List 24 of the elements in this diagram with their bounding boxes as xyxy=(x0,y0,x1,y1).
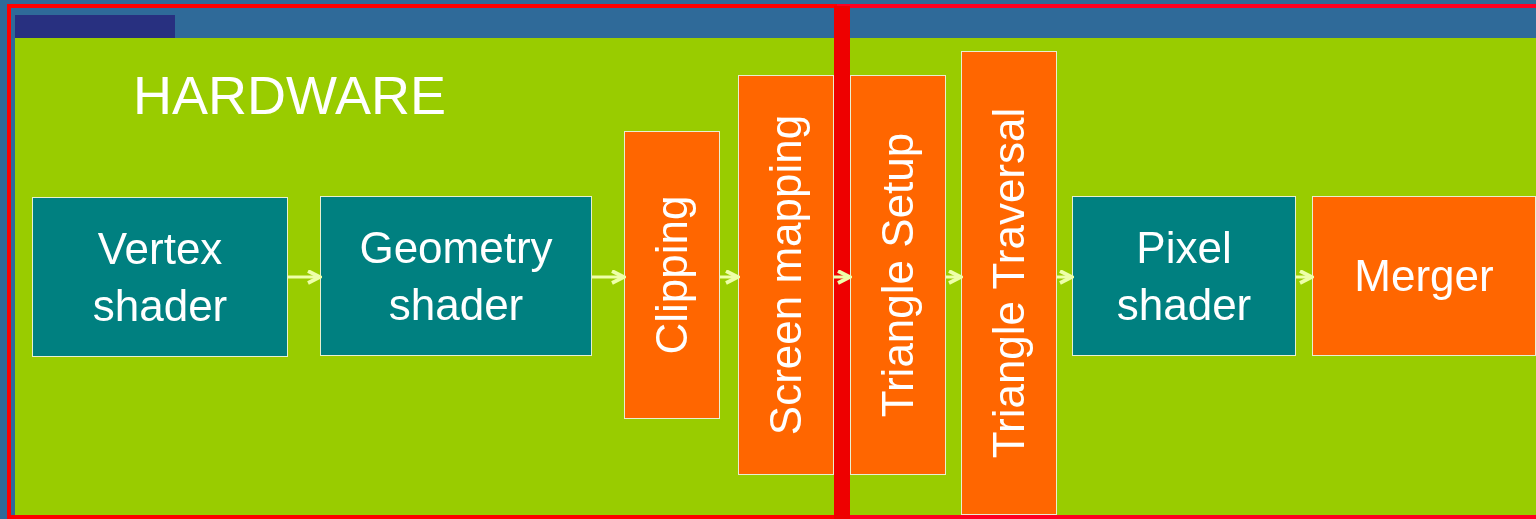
stage-label: Triangle Setup xyxy=(876,132,920,418)
arrow xyxy=(1057,269,1074,285)
stage-box xyxy=(1312,196,1536,356)
stage-label: Clipping xyxy=(650,195,694,355)
vertical-stage-box xyxy=(850,75,946,475)
arrow xyxy=(1296,269,1314,285)
arrow xyxy=(592,269,626,285)
stage-label: Geometry shader xyxy=(358,221,554,331)
stage-label: Vertex shader xyxy=(91,222,229,332)
arrow xyxy=(834,269,852,285)
stage-box xyxy=(1072,196,1296,356)
vertical-stage-box xyxy=(961,51,1057,515)
stage-label: Triangle Traversal xyxy=(987,107,1031,459)
panel-heading: HARDWARE xyxy=(133,68,446,122)
stage-box xyxy=(32,197,288,357)
arrow xyxy=(720,269,740,285)
vertical-stage-box xyxy=(624,131,720,419)
stage-label: Pixel shader xyxy=(1115,221,1253,331)
arrow xyxy=(946,269,963,285)
stage-label: Screen mapping xyxy=(764,114,808,436)
arrow xyxy=(288,269,322,285)
stage-box xyxy=(320,196,592,356)
stage-label: Merger xyxy=(1354,250,1494,303)
vertical-stage-box xyxy=(738,75,834,475)
